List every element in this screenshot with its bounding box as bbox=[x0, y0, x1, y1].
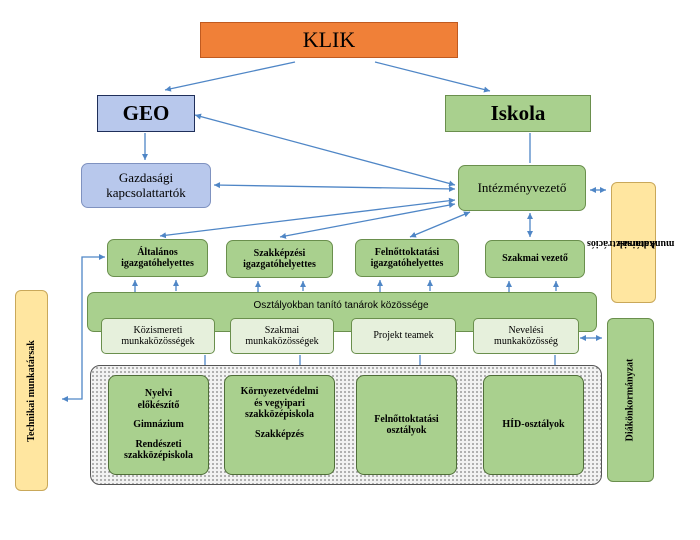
admin-label-2: munkatársak bbox=[616, 237, 675, 249]
rendeszeti-label-2: szakközépiskola bbox=[124, 450, 193, 462]
hid-osztalyok-box: HÍD-osztályok bbox=[483, 375, 584, 475]
altalanos-label-2: igazgatóhelyettes bbox=[121, 258, 194, 269]
geo-box: GEO bbox=[97, 95, 195, 132]
felnott-osztaly-label-2: osztályok bbox=[386, 425, 427, 436]
szakmai-vezeto-label: Szakmai vezető bbox=[502, 253, 568, 265]
felnott-label-1: Felnőttoktatási bbox=[374, 246, 440, 258]
nyelvi-label-2: előkészítő bbox=[137, 399, 180, 411]
projekt-label: Projekt teamek bbox=[373, 330, 434, 342]
szakkepzes-label: Szakképzés bbox=[255, 428, 304, 440]
szakkepzesi-label-1: Szakképzési bbox=[253, 247, 306, 259]
kornyezet-label-3: szakközépiskola bbox=[245, 409, 314, 420]
felnott-osztaly-label-1: Felnőttoktatási bbox=[374, 413, 439, 425]
gimnazium-label: Gimnázium bbox=[133, 419, 184, 431]
technikai-label: Technikai munkatársak bbox=[25, 339, 37, 442]
intezmenyvezeto-label: Intézményvezető bbox=[477, 179, 567, 195]
gazdasagi-label-2: kapcsolattartók bbox=[106, 184, 186, 200]
szakmai-mk-label-2: munkaközösségek bbox=[245, 336, 319, 347]
hid-label: HÍD-osztályok bbox=[502, 419, 565, 431]
szakmai-vezeto-box: Szakmai vezető bbox=[485, 240, 585, 278]
iskola-label: Iskola bbox=[490, 101, 546, 126]
diakonkormanyzat-box: Diákönkormányzat bbox=[607, 318, 654, 482]
neveles-label-1: Nevelési bbox=[508, 324, 544, 336]
geo-label: GEO bbox=[122, 101, 170, 126]
nyelvi-label-1: Nyelvi bbox=[144, 388, 173, 400]
szakmai-mk-label-1: Szakmai bbox=[264, 324, 300, 336]
iskola-box: Iskola bbox=[445, 95, 591, 132]
kozismereti-label-2: munkaközösségek bbox=[121, 336, 195, 347]
altalanos-label-1: Általános bbox=[137, 246, 178, 258]
kornyezet-label-2: és vegyipari bbox=[254, 397, 305, 409]
diakonkormanyzat-label: Diákönkormányzat bbox=[624, 358, 636, 442]
technikai-munkatarsak-box: Technikai munkatársak bbox=[15, 290, 48, 491]
klik-label: KLIK bbox=[302, 27, 356, 53]
neveles-label-2: munkaközösség bbox=[494, 336, 558, 347]
szakkepzesi-label-2: igazgatóhelyettes bbox=[243, 259, 316, 270]
felnott-label-2: igazgatóhelyettes bbox=[370, 258, 444, 269]
projekt-teamek-box: Projekt teamek bbox=[351, 318, 456, 354]
rendeszeti-label-1: Rendészeti bbox=[135, 438, 182, 450]
tanarok-kozossege-label: Osztályokban tanító tanárok közössége bbox=[253, 300, 429, 311]
kornyezet-label-1: Környezetvédelmi bbox=[240, 386, 319, 397]
intezmenyvezeto-box: Intézményvezető bbox=[458, 165, 586, 211]
gazdasagi-label-1: Gazdasági bbox=[118, 169, 174, 185]
kozismereti-label-1: Közismereti bbox=[133, 324, 183, 336]
klik-box: KLIK bbox=[200, 22, 458, 58]
